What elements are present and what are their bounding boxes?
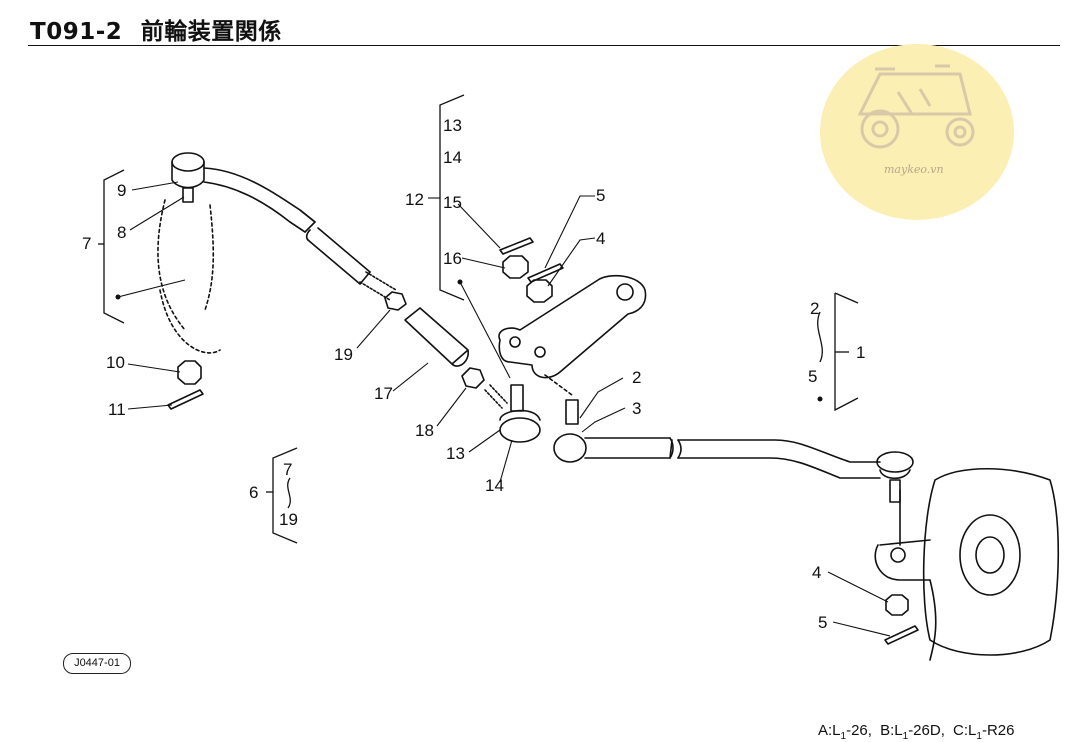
label-part-13-group: 13 — [443, 116, 462, 135]
label-part-5-top: 5 — [596, 186, 606, 205]
model-b-suffix: -26D, — [908, 722, 945, 739]
front-axle-housing — [922, 467, 1060, 656]
model-a-suffix: -26, — [846, 722, 872, 739]
section-title: 前輪装置関係 — [140, 19, 282, 45]
watermark-logo — [820, 44, 1014, 220]
castle-nut-4 — [526, 279, 553, 303]
adjust-sleeve-17 — [404, 307, 469, 367]
cotter-pin-5b — [884, 625, 919, 645]
label-part-5-bottom: 5 — [818, 613, 828, 632]
label-part-2-center: 2 — [632, 368, 642, 387]
logo-text: maykeo.vn — [884, 163, 944, 176]
model-c-sub: 1 — [976, 731, 982, 742]
castle-nut-4b — [885, 594, 909, 616]
label-part-5-group: 5 — [808, 367, 818, 386]
label-part-13-center: 13 — [446, 444, 465, 463]
castle-nut-10 — [177, 360, 202, 385]
lock-nut-18 — [461, 367, 485, 389]
model-c-suffix: -R26 — [981, 722, 1015, 739]
label-part-7: 7 — [82, 234, 92, 253]
right-ball-end — [876, 451, 914, 473]
label-part-4-top: 4 — [596, 229, 606, 248]
right-tie-rod — [584, 437, 881, 479]
label-part-8: 8 — [117, 223, 127, 242]
left-knuckle — [157, 199, 221, 354]
tractor-icon — [857, 64, 975, 149]
model-a-sub: 1 — [840, 731, 847, 742]
label-part-6: 6 — [249, 483, 259, 502]
label-part-15: 15 — [443, 193, 462, 212]
model-b-sub: 1 — [902, 731, 909, 742]
cotter-pin-11 — [167, 389, 204, 410]
label-part-11: 11 — [108, 400, 126, 419]
cotter-pin-15 — [499, 237, 534, 255]
label-part-7-group: 7 — [283, 460, 293, 479]
label-part-19: 19 — [334, 345, 353, 364]
section-code: T091-2 — [30, 19, 123, 45]
label-part-3: 3 — [632, 399, 642, 418]
label-part-19-group: 19 — [279, 510, 298, 529]
label-part-16: 16 — [443, 249, 462, 268]
label-part-1: 1 — [856, 343, 866, 362]
center-ball-joint — [499, 417, 541, 443]
label-part-4-bottom: 4 — [812, 563, 822, 582]
pitman-arm — [498, 274, 647, 379]
model-a-prefix: A:L — [818, 722, 841, 739]
label-part-2-group: 2 — [810, 299, 820, 318]
castle-nut-16 — [502, 255, 529, 279]
left-tie-rod — [307, 227, 371, 285]
left-ball-joint — [171, 152, 205, 172]
label-part-14-group: 14 — [443, 148, 462, 167]
label-part-17: 17 — [374, 384, 393, 403]
label-part-10: 10 — [106, 353, 125, 372]
left-tie-rod-arm — [203, 167, 316, 233]
label-part-12: 12 — [405, 190, 424, 209]
lock-nut-19 — [384, 291, 407, 311]
right-ball-joint — [553, 433, 587, 463]
label-part-9: 9 — [117, 181, 127, 200]
model-c-prefix: C:L — [953, 722, 977, 739]
page-title: T091-2 前輪装置関係 — [30, 12, 282, 46]
cotter-pin-5 — [527, 263, 564, 283]
model-b-prefix: B:L — [880, 722, 903, 739]
label-part-14-center: 14 — [485, 476, 504, 495]
title-rule — [28, 45, 1060, 46]
figure-ref-code: J0447-01 — [63, 653, 131, 674]
applicable-models: A:L1-26, B:L1-26D, C:L1-R26 — [818, 722, 1014, 742]
label-part-18: 18 — [415, 421, 434, 440]
